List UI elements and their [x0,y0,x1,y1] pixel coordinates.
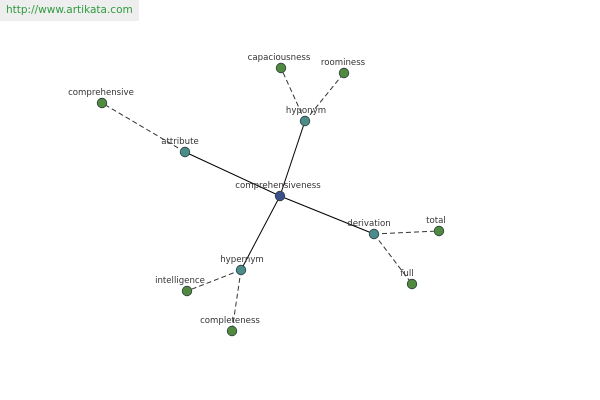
leaf-label-roominess: roominess [321,58,366,68]
relation-label-attribute: attribute [161,137,198,147]
leaf-node-completeness[interactable] [226,325,238,337]
relation-label-derivation: derivation [347,219,390,229]
edge-attribute-comprehensive [101,102,186,153]
edge-hypernym-completeness [231,269,242,332]
edge-comprehensiveness-derivation [279,195,375,235]
relation-node-attribute[interactable] [179,146,191,158]
leaf-node-capaciousness[interactable] [275,62,287,74]
leaf-label-completeness: completeness [200,316,260,326]
source-url-banner[interactable]: http://www.artikata.com [0,0,139,21]
edge-comprehensiveness-hyponym [279,120,306,197]
leaf-node-intelligence[interactable] [181,285,193,297]
edge-comprehensiveness-hypernym [240,195,281,271]
edge-hyponym-roominess [304,72,345,122]
leaf-label-comprehensive: comprehensive [68,88,134,98]
leaf-label-intelligence: intelligence [155,276,205,286]
leaf-label-capaciousness: capaciousness [248,53,311,63]
edge-hypernym-intelligence [186,269,242,292]
leaf-node-total[interactable] [433,225,445,237]
graph-nodes: comprehensiveness attribute hyponym derivat… [68,53,446,337]
center-node-comprehensiveness[interactable] [274,190,286,202]
edge-derivation-total [373,230,440,235]
edge-derivation-full [373,233,413,285]
relation-label-hypernym: hypernym [220,255,264,265]
edge-hyponym-capaciousness [280,67,306,122]
leaf-label-full: full [400,269,413,279]
relation-node-hypernym[interactable] [235,264,247,276]
relation-node-derivation[interactable] [368,228,380,240]
leaf-label-total: total [426,216,446,226]
leaf-node-roominess[interactable] [338,67,350,79]
leaf-node-full[interactable] [406,278,418,290]
relation-node-hyponym[interactable] [299,115,311,127]
leaf-node-comprehensive[interactable] [96,97,108,109]
center-label-comprehensiveness: comprehensiveness [235,181,321,191]
graph-edges [101,67,440,332]
edge-comprehensiveness-attribute [184,151,281,197]
relation-label-hyponym: hyponym [286,106,326,116]
